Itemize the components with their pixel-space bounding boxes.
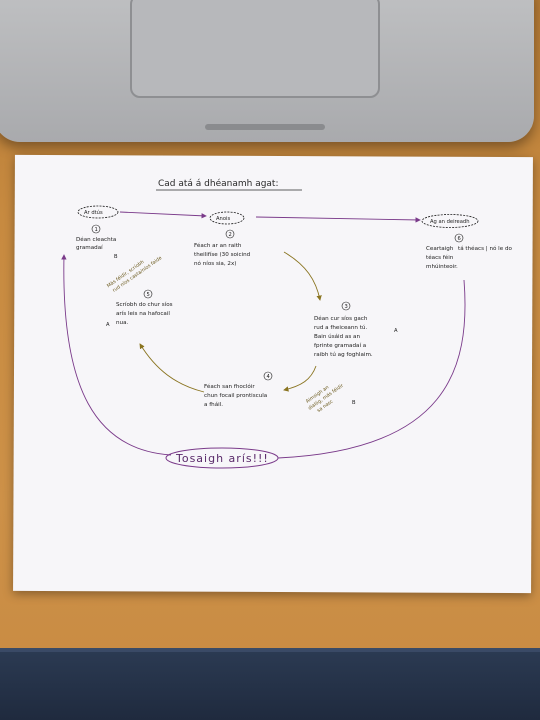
marker-b-1: B [114, 254, 118, 260]
note-a: Aimsigh an dialóg, más féidir sa nasc [305, 382, 345, 414]
step-6-extra: tá théacs | nó le do [458, 245, 513, 252]
laptop [0, 0, 534, 142]
arrow-step3-to-step4 [283, 365, 317, 392]
loop-arrow-left [61, 254, 172, 456]
svg-text:Féach ar an raith: Féach ar an raith [194, 242, 242, 249]
stage-middle-label: Anois [216, 216, 230, 222]
svg-text:Ceartaigh: Ceartaigh [426, 246, 454, 252]
laptop-hinge [205, 124, 325, 130]
marker-a-1: A [106, 322, 110, 328]
stage-end: Ag an deireadh [421, 214, 479, 228]
svg-text:a fháil.: a fháil. [204, 401, 223, 408]
arrow-start-to-middle [119, 211, 207, 219]
step-2: 2 Féach ar an raith theilifíse (30 soici… [194, 229, 251, 267]
svg-text:Déan cur síos gach: Déan cur síos gach [314, 315, 368, 322]
stage-start: Ar dtús [77, 205, 119, 219]
step-4: 4 Féach san fhoclóir chun focail prontis… [204, 371, 273, 408]
svg-text:Déan cleachta: Déan cleachta [76, 236, 116, 243]
arrow-step2-to-step3 [283, 251, 322, 301]
restart-oval: Tosaigh arís!!! [165, 447, 279, 469]
svg-text:3: 3 [345, 304, 348, 310]
step-6: 6 Ceartaigh téacs féin mhúinteoir. tá th… [426, 233, 513, 270]
svg-text:2: 2 [229, 232, 232, 238]
svg-text:gramadaí: gramadaí [76, 244, 103, 251]
svg-text:fprinte gramadaí a: fprinte gramadaí a [314, 342, 366, 349]
svg-text:mhúinteoir.: mhúinteoir. [426, 263, 458, 270]
svg-text:1: 1 [95, 227, 98, 233]
blue-fabric [0, 652, 540, 720]
svg-text:téacs féin: téacs féin [426, 254, 454, 261]
marker-b-2: B [352, 400, 356, 406]
diagram-title: Cad atá á dhéanamh agat: [158, 178, 279, 189]
loop-arrow-right [277, 279, 466, 459]
stage-end-label: Ag an deireadh [430, 219, 470, 225]
svg-text:Bain úsáid as an: Bain úsáid as an [314, 333, 360, 340]
svg-text:nua.: nua. [116, 320, 129, 326]
svg-text:raibh tú ag foghlaim.: raibh tú ag foghlaim. [314, 351, 373, 358]
svg-text:Féach san fhoclóir: Féach san fhoclóir [204, 383, 255, 390]
marker-a-2: A [394, 328, 398, 334]
step-5: 5 Scríobh do chur síos arís leis na hafo… [116, 289, 173, 326]
stage-middle: Anois [209, 211, 245, 225]
laptop-trackpad [130, 0, 380, 98]
svg-text:Scríobh do chur síos: Scríobh do chur síos [116, 301, 173, 308]
svg-text:rud a fheiceann tú.: rud a fheiceann tú. [314, 324, 367, 331]
svg-text:5: 5 [147, 292, 150, 298]
stage-start-label: Ar dtús [84, 209, 103, 216]
svg-text:theilifíse (30 soicind: theilifíse (30 soicind [194, 251, 251, 258]
restart-label: Tosaigh arís!!! [175, 452, 269, 465]
svg-text:6: 6 [458, 236, 461, 242]
svg-text:nó níos sia, 2x): nó níos sia, 2x) [194, 260, 236, 267]
arrow-step4-to-step5 [139, 343, 205, 393]
step-1: 1 Déan cleachta gramadaí [76, 224, 116, 251]
svg-text:chun focail prontiscula: chun focail prontiscula [204, 393, 267, 399]
hand-drawn-diagram: Cad atá á dhéanamh agat: Ar dtús Anois A… [61, 178, 513, 469]
svg-text:arís leis na hafocail: arís leis na hafocail [116, 310, 170, 317]
arrow-middle-to-end [255, 216, 421, 223]
svg-text:rud níos casta/níos faide: rud níos casta/níos faide [111, 254, 163, 293]
svg-text:4: 4 [267, 374, 271, 380]
step-3: 3 Déan cur síos gach rud a fheiceann tú.… [314, 301, 373, 358]
